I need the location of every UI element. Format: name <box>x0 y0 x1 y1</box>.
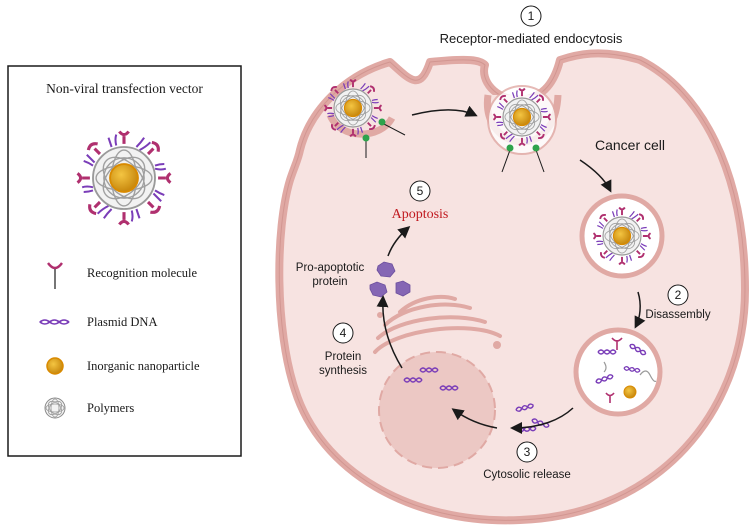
protein-label-line2: protein <box>312 276 347 288</box>
receptor-1 <box>362 118 406 158</box>
step-3: 3 Cytosolic release <box>483 441 571 481</box>
step-3-number: 3 <box>524 445 531 459</box>
legend-item-recognition: Recognition molecule <box>47 262 197 289</box>
step-1-number: 1 <box>528 9 535 23</box>
step-2-number: 2 <box>675 288 682 302</box>
step-5-number: 5 <box>417 184 424 198</box>
receptor-2 <box>501 144 545 173</box>
legend-item-dna: Plasmid DNA <box>38 315 158 329</box>
step-4-number: 4 <box>340 326 347 340</box>
nucleus <box>378 351 496 469</box>
step-5-label: Apoptosis <box>392 207 449 222</box>
legend-panel: Non-viral transfection vector Recognitio… <box>7 65 242 457</box>
step-1-label: Receptor-mediated endocytosis <box>440 31 623 46</box>
step-4-label-line2: synthesis <box>319 365 367 377</box>
legend-item-polymers: Polymers <box>44 397 134 419</box>
legend-label-nanoparticle: Inorganic nanoparticle <box>87 359 200 373</box>
cell-label: Cancer cell <box>595 137 665 153</box>
protein-label-line1: Pro-apoptotic <box>296 262 365 274</box>
recognition-molecule-icon <box>47 262 63 289</box>
step-1: 1 Receptor-mediated endocytosis <box>440 5 623 46</box>
legend-title: Non-viral transfection vector <box>46 81 203 96</box>
step-2: 2 Disassembly <box>645 284 711 321</box>
legend-label-dna: Plasmid DNA <box>87 315 158 329</box>
protein-label: Pro-apoptotic protein <box>296 262 365 288</box>
step-2-label: Disassembly <box>645 309 710 321</box>
process-arrows <box>376 105 646 434</box>
legend-border <box>7 65 242 457</box>
legend-label-recognition: Recognition molecule <box>87 266 197 280</box>
step-4: 4 Protein synthesis <box>319 322 367 377</box>
inorganic-nanoparticle-icon <box>46 357 64 375</box>
pro-apoptotic-protein-icon <box>369 261 411 298</box>
step-4-label-line1: Protein <box>325 351 361 363</box>
disassembly-vesicle <box>573 327 663 417</box>
endosome <box>579 193 665 279</box>
step-3-label: Cytosolic release <box>483 469 571 481</box>
step-5: 5 Apoptosis <box>392 180 449 222</box>
polymers-icon <box>44 397 66 419</box>
legend-label-polymers: Polymers <box>87 401 134 415</box>
legend-item-nanoparticle: Inorganic nanoparticle <box>46 357 200 375</box>
